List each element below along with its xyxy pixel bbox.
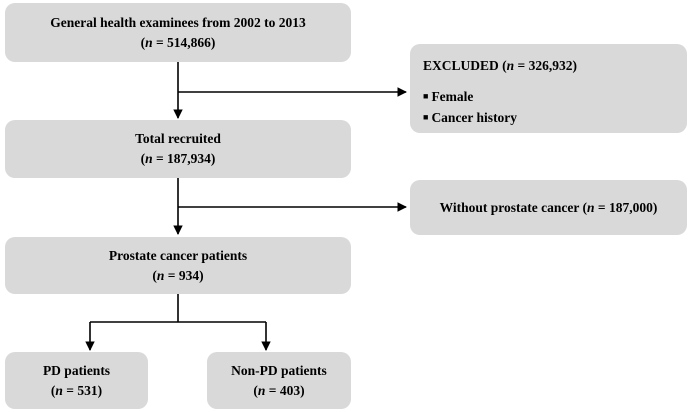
pd-count: (n = 531) — [50, 382, 103, 398]
excluded-criteria-list: ■Female ■Cancer history — [423, 86, 687, 128]
excluded-box: EXCLUDED (n = 326,932) ■Female ■Cancer h… — [410, 44, 687, 133]
n-value: = 187,934 — [152, 151, 211, 166]
pd-title: PD patients — [42, 362, 111, 378]
non-pd-patients-box: Non-PD patients (n = 403) — [207, 352, 351, 409]
examinees-title: General health examinees from 2002 to 20… — [50, 14, 306, 30]
list-item: ■Female — [423, 86, 687, 107]
n-symbol: n — [55, 382, 63, 398]
n-value: = 403 — [265, 382, 301, 398]
without-prostate-box: Without prostate cancer (n = 187,000) — [410, 180, 687, 235]
square-bullet-icon: ■ — [423, 112, 429, 122]
criteria-cancer-history: Cancer history — [431, 110, 518, 125]
excluded-heading: EXCLUDED (n = 326,932) — [423, 58, 577, 73]
pd-patients-box: PD patients (n = 531) — [5, 352, 148, 409]
recruited-box: Total recruited (n = 187,934) — [5, 120, 351, 178]
examinees-count: (n = 514,866) — [140, 34, 216, 50]
n-symbol: n — [587, 199, 595, 215]
recruited-count: (n = 187,934) — [140, 151, 216, 166]
n-symbol: n — [145, 151, 153, 166]
n-symbol: n — [506, 58, 515, 73]
n-value: = 531 — [62, 382, 98, 398]
excluded-title: EXCLUDED — [423, 58, 499, 73]
n-symbol: n — [145, 34, 153, 50]
n-symbol: n — [257, 382, 266, 398]
criteria-female: Female — [431, 89, 474, 104]
non-pd-title: Non-PD patients — [231, 362, 327, 378]
n-value: = 514,866 — [152, 34, 211, 50]
examinees-box: General health examinees from 2002 to 20… — [5, 3, 351, 62]
list-item: ■Cancer history — [423, 107, 687, 128]
without-prostate-title: Without prostate cancer — [439, 199, 580, 215]
without-prostate-label: Without prostate cancer (n = 187,000) — [439, 199, 658, 215]
prostate-cancer-box: Prostate cancer patients (n = 934) — [5, 237, 351, 294]
n-value: = 934 — [164, 267, 200, 283]
n-value: = 326,932 — [514, 58, 573, 73]
non-pd-count: (n = 403) — [253, 382, 305, 398]
n-value: = 187,000 — [594, 199, 653, 215]
prostate-count: (n = 934) — [152, 267, 204, 283]
n-symbol: n — [156, 267, 165, 283]
square-bullet-icon: ■ — [423, 91, 429, 101]
prostate-title: Prostate cancer patients — [108, 247, 248, 263]
recruited-title: Total recruited — [135, 131, 221, 146]
